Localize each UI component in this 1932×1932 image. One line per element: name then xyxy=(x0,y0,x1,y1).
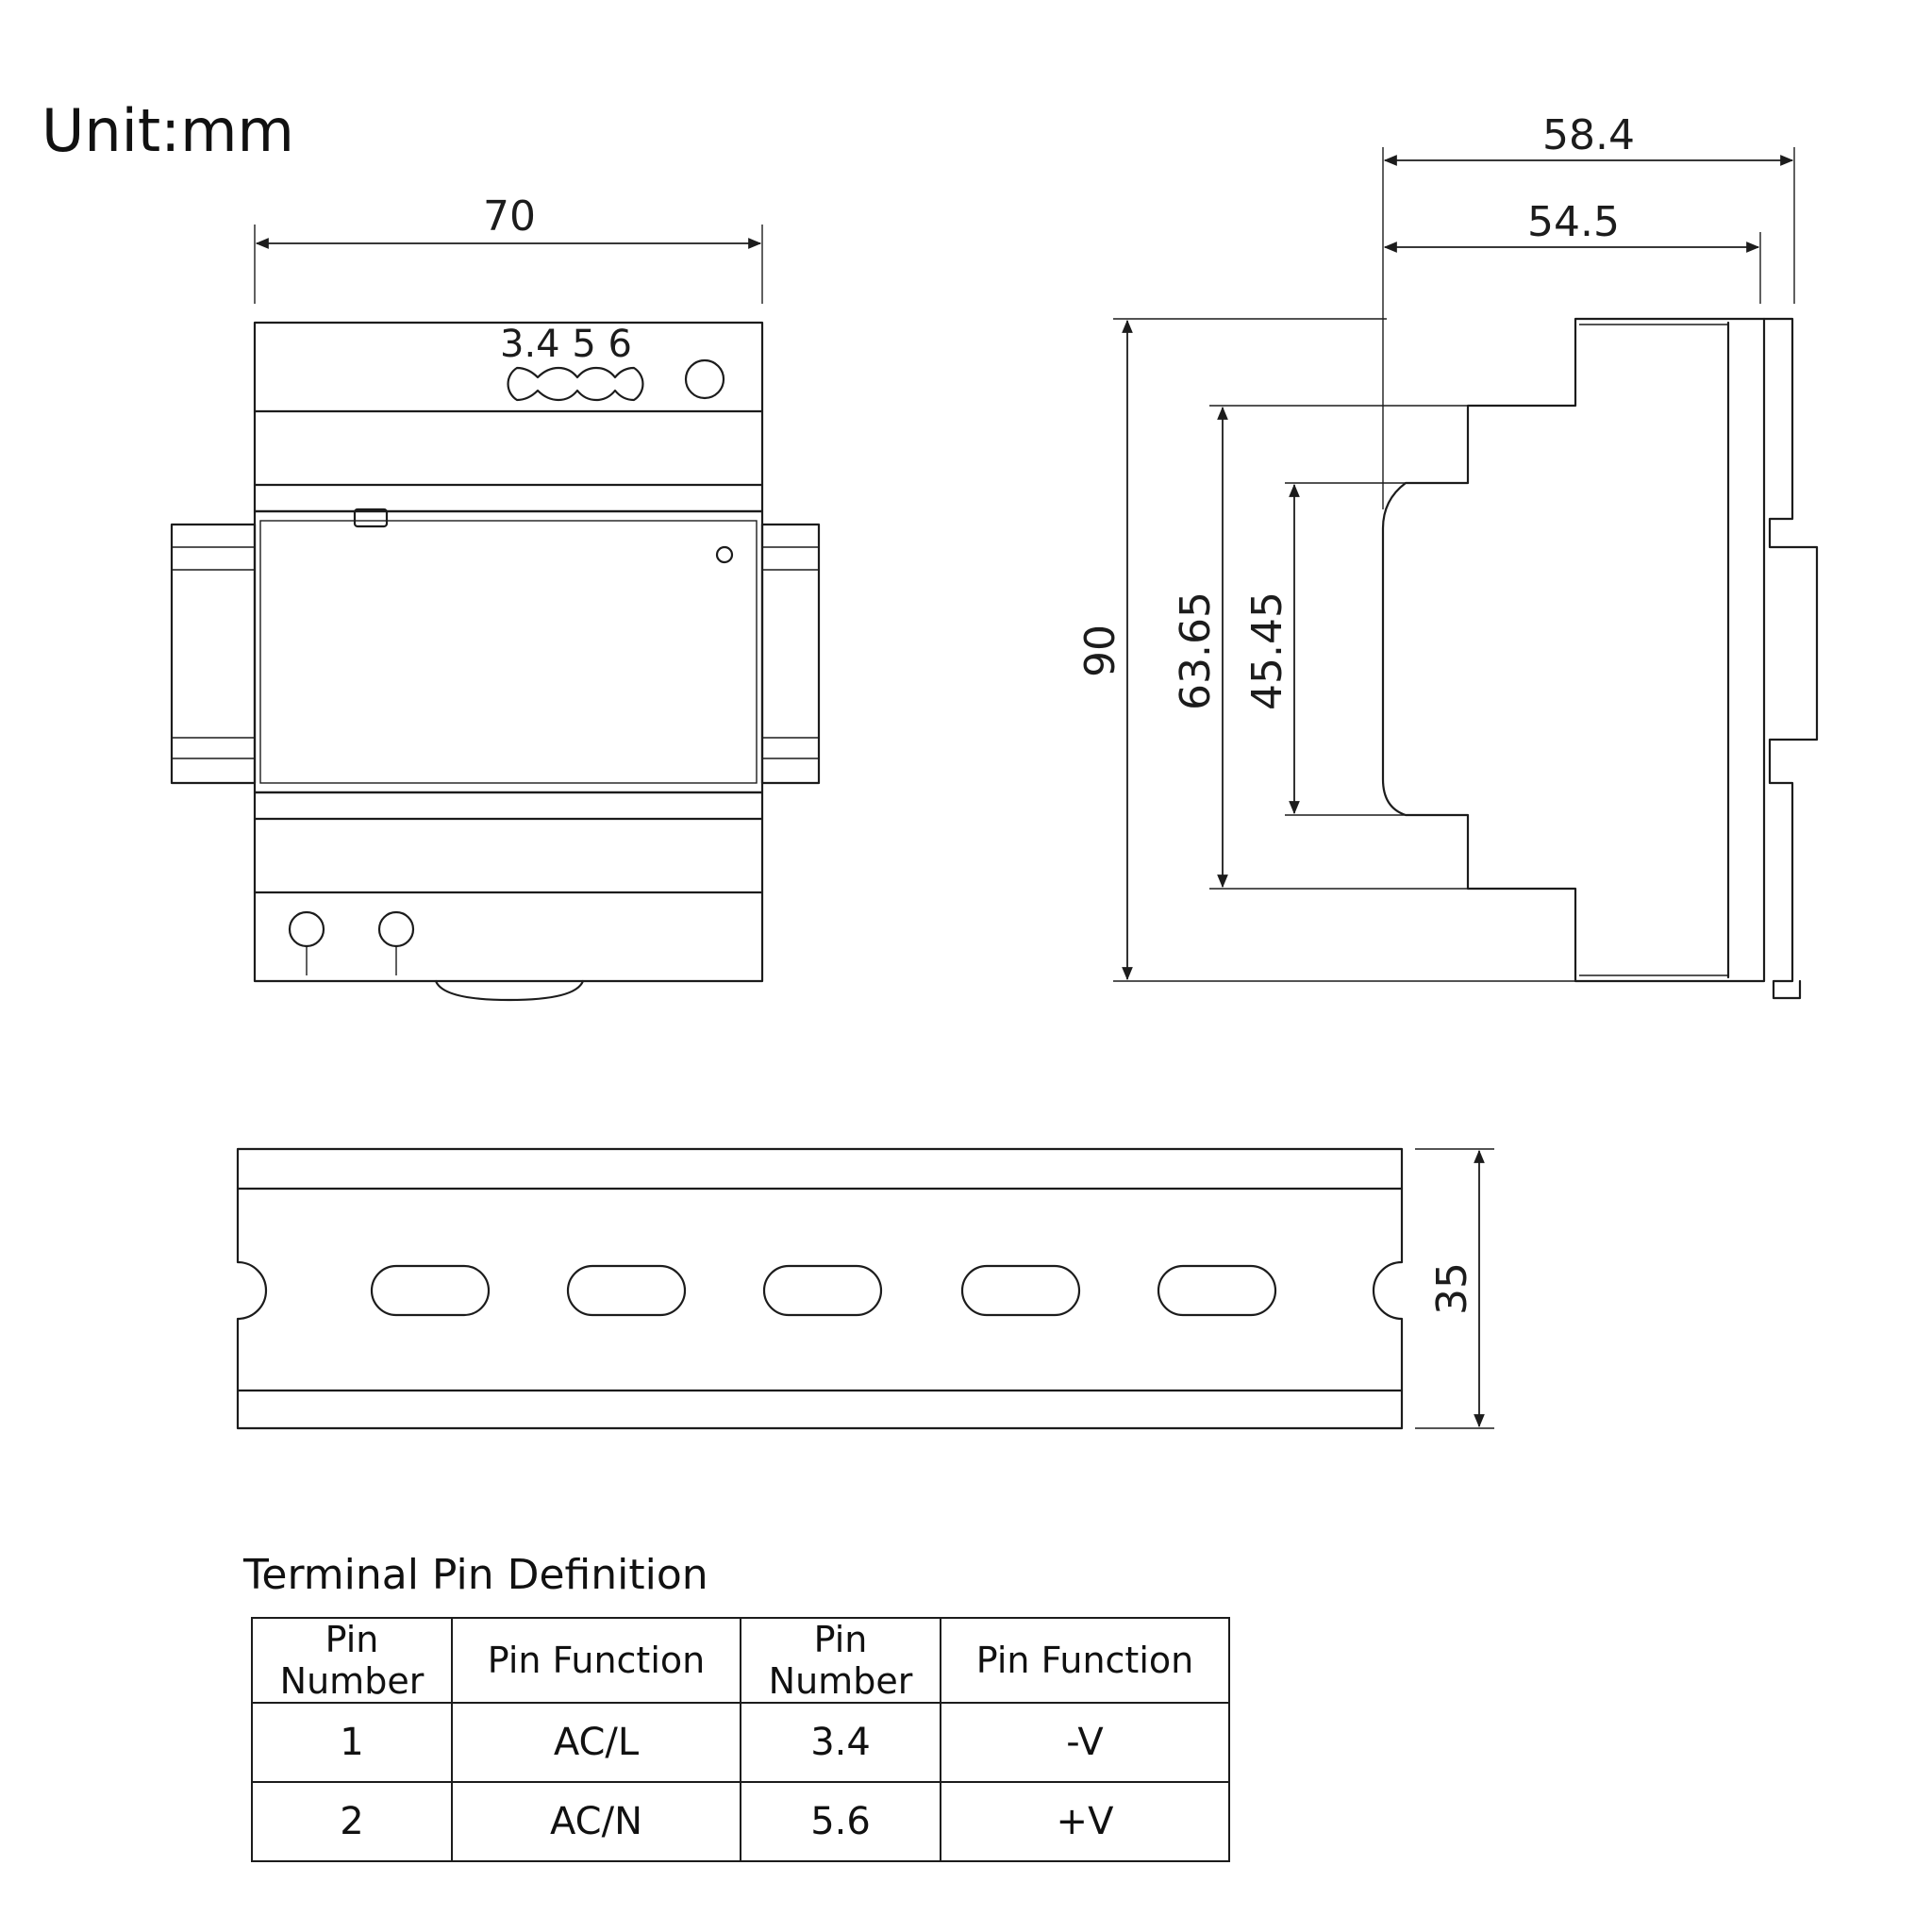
left-mounting-clip xyxy=(170,523,257,785)
cover-latch xyxy=(353,508,389,528)
table-cell: 5.6 xyxy=(740,1781,941,1862)
rail-slot xyxy=(1157,1264,1277,1317)
adjust-potentiometer-icon xyxy=(684,358,725,400)
unit-label: Unit:mm xyxy=(42,96,294,165)
pin-definition-table: Pin Number Pin Function Pin Number Pin F… xyxy=(251,1617,1230,1862)
header-pin-number: Pin Number xyxy=(251,1617,453,1704)
depth-outer-label: 58.4 xyxy=(1542,111,1635,159)
side-din-clip xyxy=(1762,317,1819,1000)
terminal-number-label: 3.4 5 6 xyxy=(500,323,632,366)
table-header-row: Pin Number Pin Function Pin Number Pin F… xyxy=(251,1617,1230,1704)
table-cell: -V xyxy=(940,1702,1230,1783)
table-cell: 2 xyxy=(251,1781,453,1862)
din-rail-view: 35 xyxy=(236,1147,1494,1430)
table-row: 2 AC/N 5.6 +V xyxy=(251,1781,1230,1862)
rail-slot xyxy=(762,1264,883,1317)
side-view: 58.4 54.5 90 63.65 45.45 xyxy=(1076,111,1819,1000)
table-row: 1 AC/L 3.4 -V xyxy=(251,1702,1230,1783)
header-pin-number: Pin Number xyxy=(740,1617,941,1704)
step-height-label-2: 45.45 xyxy=(1243,591,1291,710)
table-cell: +V xyxy=(940,1781,1230,1862)
step-height-label-1: 63.65 xyxy=(1172,591,1220,710)
height-label: 90 xyxy=(1076,625,1124,677)
din-latch-tab xyxy=(434,979,585,1002)
front-bottom-section xyxy=(253,791,764,983)
right-mounting-clip xyxy=(760,523,821,785)
front-view: 70 3.4 5 6 xyxy=(170,192,821,1002)
input-terminal-icon xyxy=(377,910,415,948)
rail-slot xyxy=(566,1264,687,1317)
rail-slot xyxy=(960,1264,1081,1317)
front-width-label: 70 xyxy=(483,192,536,241)
header-pin-function: Pin Function xyxy=(940,1617,1230,1704)
depth-inner-label: 54.5 xyxy=(1527,198,1620,246)
table-cell: AC/L xyxy=(451,1702,741,1783)
table-cell: 1 xyxy=(251,1702,453,1783)
front-width-dimension: 70 xyxy=(254,192,763,304)
table-cell: AC/N xyxy=(451,1781,741,1862)
side-body-profile xyxy=(1381,317,1766,983)
side-depth-dimensions: 58.4 54.5 xyxy=(1382,111,1795,509)
table-cell: 3.4 xyxy=(740,1702,941,1783)
rail-slot xyxy=(370,1264,491,1317)
led-indicator-icon xyxy=(715,545,734,564)
input-terminal-icon xyxy=(288,910,325,948)
header-pin-function: Pin Function xyxy=(451,1617,741,1704)
rail-height-label: 35 xyxy=(1428,1262,1476,1315)
table-title: Terminal Pin Definition xyxy=(243,1551,708,1599)
front-cover-panel xyxy=(253,509,764,794)
din-rail-outline xyxy=(236,1147,1404,1430)
terminal-block-icon xyxy=(507,366,644,402)
